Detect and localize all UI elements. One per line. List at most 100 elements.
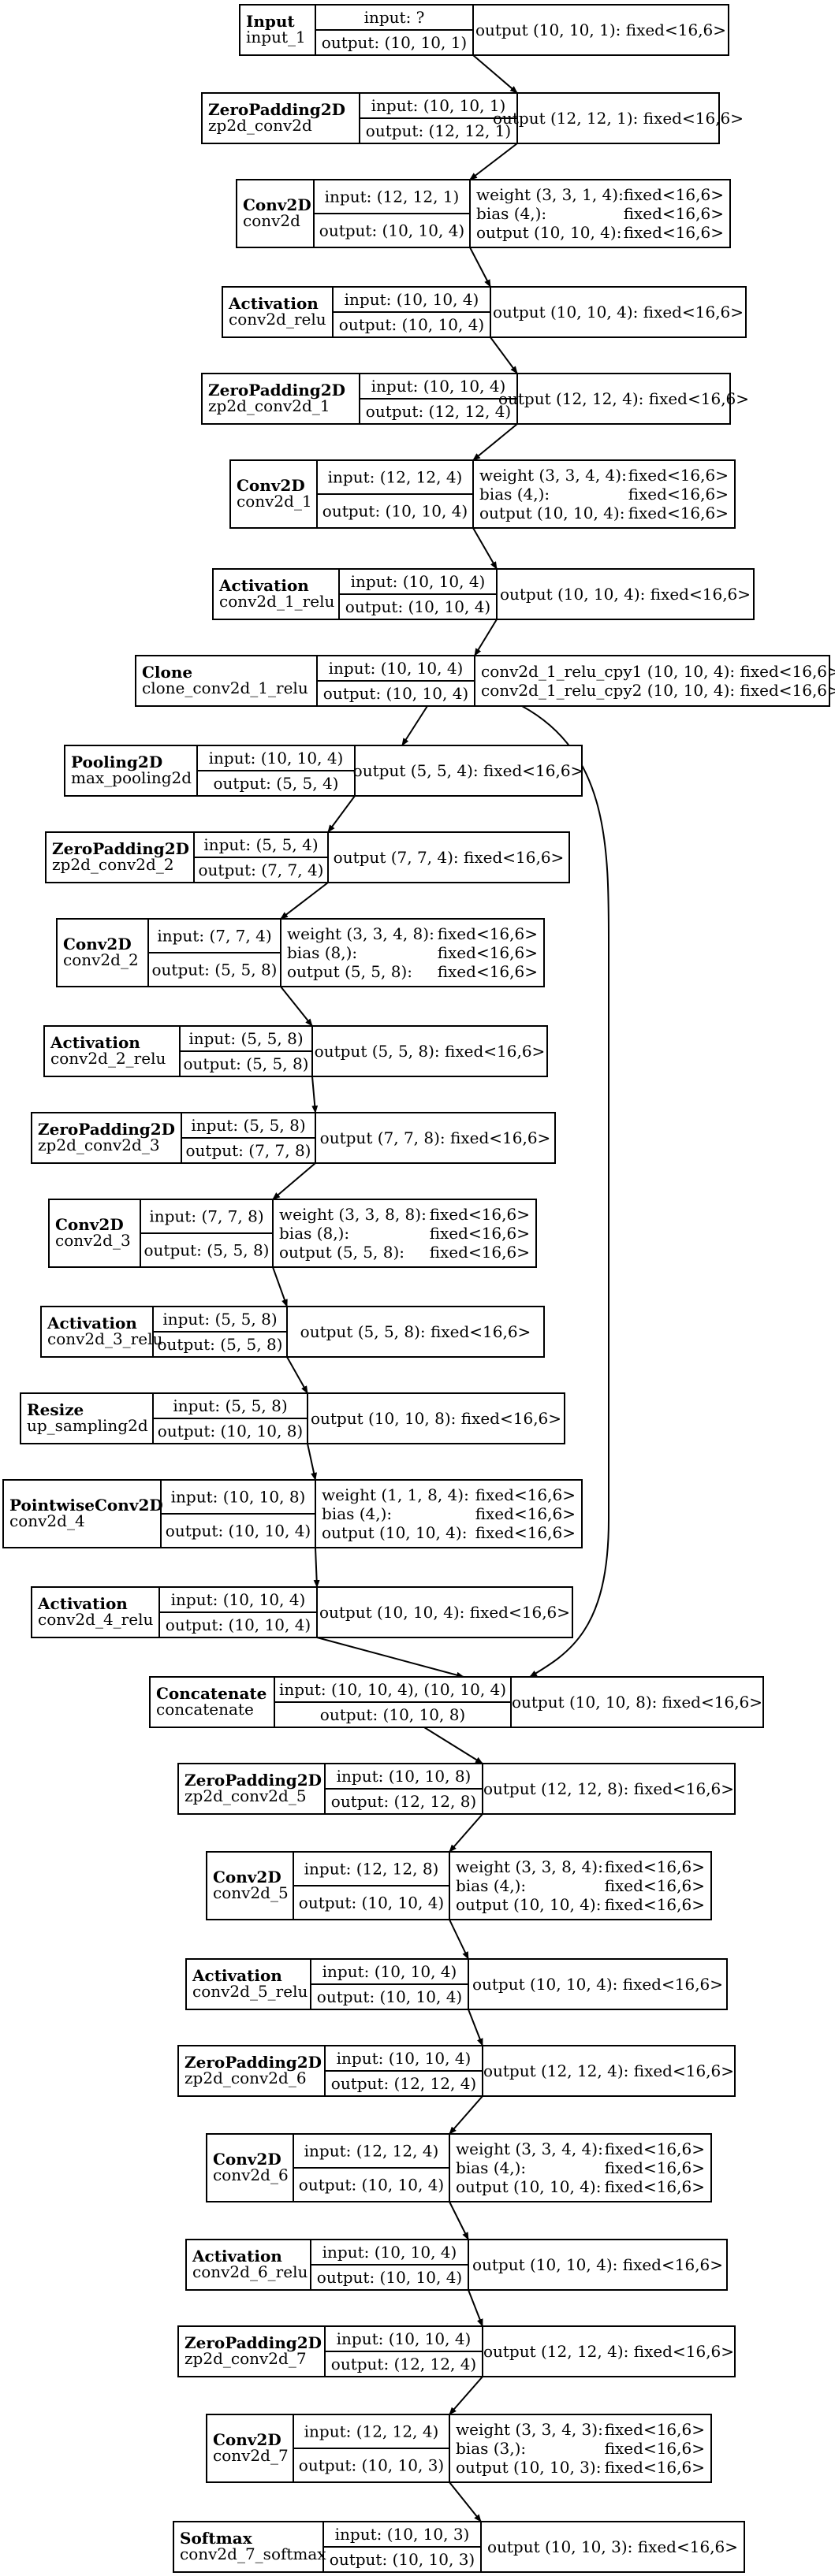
param-precision: fixed<16,6> <box>430 1205 530 1224</box>
param-line: output (12, 12, 4): fixed<16,6> <box>483 2061 734 2080</box>
param-line: output (10, 10, 4):fixed<16,6> <box>322 1523 576 1542</box>
param-name: output (10, 10, 3): <box>456 2458 601 2477</box>
param-name: output (10, 10, 4): <box>476 223 621 242</box>
param-line: output (10, 10, 4): fixed<16,6> <box>493 303 744 322</box>
edge-arrow <box>313 1547 320 1588</box>
layer-type: Input <box>246 12 295 31</box>
layer-type: Activation <box>192 1966 282 1985</box>
param-precision: fixed<16,6> <box>438 962 538 981</box>
input-shape: input: (12, 12, 1) <box>325 188 460 206</box>
param-name: weight (1, 1, 8, 4): <box>322 1485 469 1504</box>
input-shape: input: (12, 12, 4) <box>304 2422 439 2441</box>
output-shape: output: (10, 10, 8) <box>320 1705 465 1724</box>
input-shape: input: (7, 7, 8) <box>149 1207 263 1226</box>
output-shape: output: (10, 10, 4) <box>166 1522 311 1541</box>
param-line: output (5, 5, 8):fixed<16,6> <box>287 962 538 981</box>
edge-arrow <box>307 1443 317 1481</box>
param-precision: fixed<16,6> <box>430 1243 530 1262</box>
param-precision: fixed<16,6> <box>624 185 724 204</box>
edge-arrow <box>423 1727 483 1764</box>
layer-type: Activation <box>228 294 319 313</box>
output-shape: output: (10, 10, 4) <box>299 1894 444 1912</box>
param-name: weight (3, 3, 8, 4): <box>456 1857 603 1876</box>
input-shape: input: (10, 10, 4) <box>337 2049 472 2068</box>
layer-type: Conv2D <box>243 195 311 214</box>
param-name: bias (3,): <box>456 2439 526 2458</box>
param-name: weight (3, 3, 4, 4): <box>479 466 627 485</box>
edge-arrow <box>401 705 428 746</box>
param-precision: fixed<16,6> <box>475 1504 576 1523</box>
layer-type: Conv2D <box>55 1215 124 1234</box>
output-shape: output: (12, 12, 1) <box>366 121 511 140</box>
layer-name: conv2d_5_relu <box>192 1982 308 2001</box>
node-frame <box>40 1306 545 1358</box>
param-precision: fixed<16,6> <box>624 204 724 223</box>
node-frame <box>206 2133 712 2202</box>
layer-type: ZeroPadding2D <box>208 381 345 400</box>
output-shape: output: (10, 10, 4) <box>319 221 464 240</box>
node-frame <box>48 1199 537 1268</box>
param-name: bias (4,): <box>322 1504 392 1523</box>
param-line: bias (4,): fixed<16,6> <box>322 1504 576 1523</box>
layer-type: ZeroPadding2D <box>185 2053 322 2072</box>
param-line: weight (3, 3, 1, 4):fixed<16,6> <box>476 185 724 204</box>
layer-name: max_pooling2d <box>71 768 192 787</box>
edge-arrow <box>449 2481 482 2522</box>
param-name: weight (3, 3, 8, 8): <box>279 1205 427 1224</box>
param-precision: fixed<16,6> <box>605 2177 705 2196</box>
param-line: output (10, 10, 4): fixed<16,6> <box>472 1975 723 1994</box>
layer-name: conv2d_7 <box>213 2446 289 2465</box>
input-shape: input: (5, 5, 8) <box>162 1310 277 1329</box>
layer-name: zp2d_conv2d_2 <box>52 855 174 874</box>
layer-type: Softmax <box>180 2529 253 2548</box>
output-shape: output: (10, 10, 3) <box>330 2550 475 2569</box>
edge-arrow <box>469 247 491 288</box>
param-line: output (5, 5, 8): fixed<16,6> <box>315 1042 546 1061</box>
input-shape: input: (10, 10, 8) <box>171 1488 306 1507</box>
node-frame <box>206 2414 712 2483</box>
edge-arrow <box>449 1919 469 1960</box>
layer-type: ZeroPadding2D <box>208 100 345 119</box>
layer-name: conv2d_6_relu <box>192 2262 308 2281</box>
output-shape: output: (12, 12, 4) <box>366 402 511 421</box>
input-shape: input: (12, 12, 4) <box>328 468 463 487</box>
edge-arrow <box>468 2009 483 2046</box>
output-shape: output: (12, 12, 4) <box>331 2074 476 2093</box>
output-shape: output: (12, 12, 8) <box>331 1792 476 1811</box>
layer-type: PointwiseConv2D <box>9 1496 163 1515</box>
edge-arrow <box>272 1162 316 1200</box>
edge-arrow <box>449 2201 469 2240</box>
layer-name: conv2d_5 <box>213 1883 289 1902</box>
layer-type: ZeroPadding2D <box>185 1771 322 1790</box>
layer-name: clone_conv2d_1_relu <box>142 678 308 697</box>
input-shape: input: (10, 10, 3) <box>335 2525 470 2544</box>
